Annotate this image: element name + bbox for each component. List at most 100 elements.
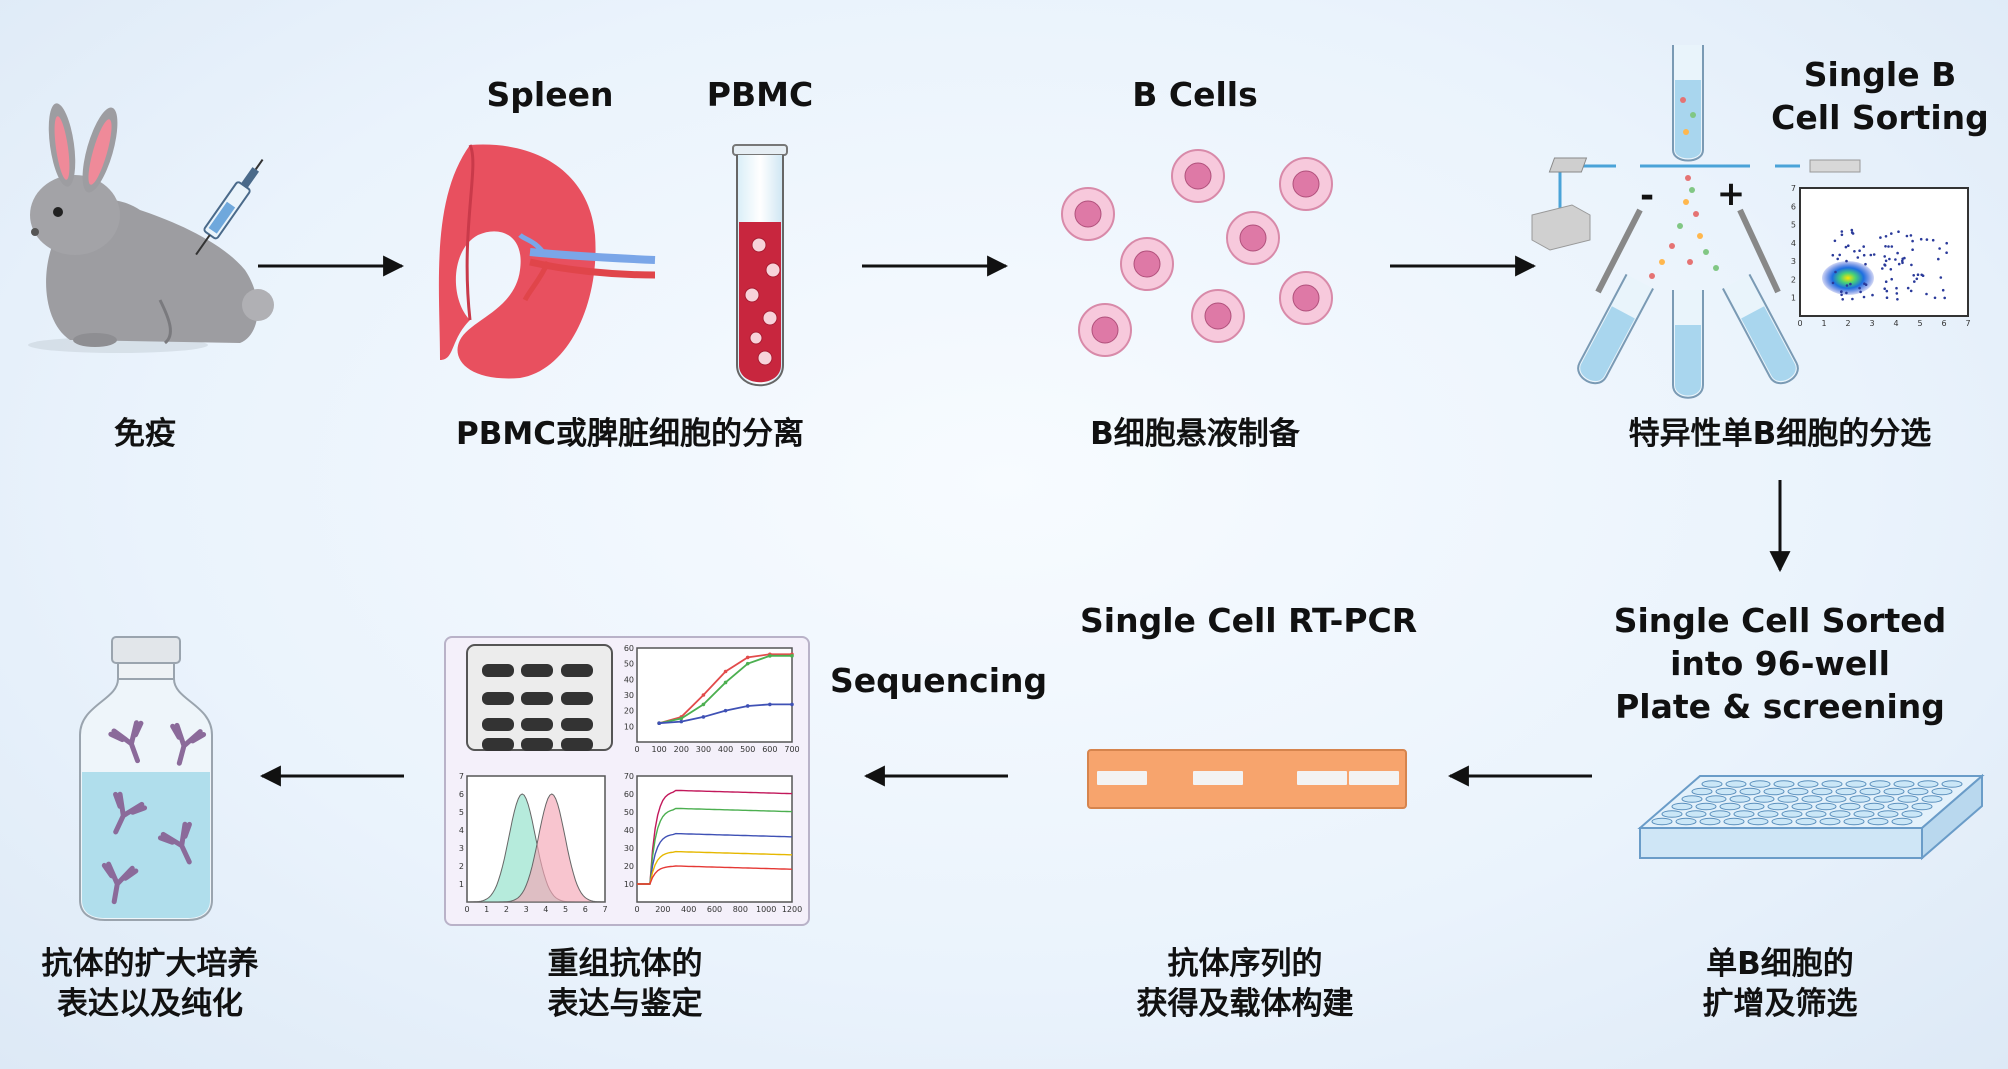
flow-dot	[1895, 292, 1899, 295]
chart2-xtick: 4	[543, 905, 548, 914]
well	[1825, 795, 1847, 803]
chart3-xtick: 1000	[756, 905, 776, 914]
well	[1671, 802, 1693, 811]
well	[1743, 802, 1765, 811]
well	[1681, 795, 1703, 803]
chart3-ytick: 60	[624, 790, 634, 799]
step-suspension: B细胞悬液制备	[1090, 416, 1300, 452]
flow-dot	[1945, 251, 1948, 254]
well	[1853, 810, 1875, 818]
gel-slot	[1349, 771, 1399, 785]
flow-dot	[1931, 238, 1935, 242]
chart3-frame	[636, 775, 793, 903]
step-expansion: 单B细胞的 扩增及筛选	[1670, 944, 1890, 1025]
gel-band	[561, 738, 593, 751]
rabbit-icon	[28, 103, 274, 353]
flow-xtick: 3	[1869, 319, 1874, 328]
well	[1757, 810, 1779, 818]
well	[1867, 817, 1889, 826]
seq-line2: 获得及载体构建	[1136, 986, 1354, 1023]
b-cell	[1279, 157, 1333, 211]
chart3-xtick: 200	[655, 905, 670, 914]
flow-dot	[1881, 267, 1884, 270]
flow-dot	[1915, 277, 1919, 281]
chart2-ytick: 7	[459, 772, 464, 781]
well	[1815, 802, 1837, 811]
flow-dot	[1887, 245, 1890, 248]
well	[1777, 795, 1799, 803]
antibody-icon	[170, 722, 207, 766]
flow-dot	[1920, 273, 1923, 277]
well	[1801, 795, 1823, 803]
plus-sign: +	[1716, 174, 1746, 214]
chart3-ytick: 10	[624, 880, 634, 889]
antibody-icon	[113, 791, 148, 835]
sorted-line3: Plate & screening	[1615, 686, 1945, 726]
flow-dot	[1863, 282, 1866, 286]
pbmc-label: PBMC	[706, 75, 814, 114]
chart1-point	[768, 654, 772, 658]
flow-dot	[1889, 268, 1893, 271]
gel-slot	[1097, 771, 1147, 785]
chart2-xtick: 2	[504, 905, 509, 914]
chart1-point	[745, 704, 750, 708]
flow-dot	[1840, 290, 1843, 294]
spleen-label: Spleen	[486, 75, 614, 114]
flow-dot	[1864, 262, 1867, 266]
sorted-plate-label: Single Cell Sorted into 96-well Plate & …	[1610, 600, 1950, 729]
b-cell	[1078, 303, 1132, 357]
well	[1849, 795, 1871, 803]
flow-dot	[1871, 293, 1874, 297]
flow-ytick: 5	[1791, 221, 1796, 230]
flow-dot	[1833, 239, 1837, 243]
flow-xtick: 0	[1797, 319, 1802, 328]
flow-xtick: 2	[1845, 319, 1850, 328]
flow-dot	[1913, 280, 1916, 283]
chart3-xtick: 1200	[782, 905, 802, 914]
expand-line2: 扩增及筛选	[1702, 986, 1858, 1023]
flow-dot	[1896, 251, 1899, 255]
flow-dot	[1879, 236, 1882, 239]
chart1-ytick: 30	[624, 691, 634, 700]
step-sorting: 特异性单B细胞的分选	[1628, 416, 1932, 452]
flow-dot	[1862, 245, 1865, 248]
flow-dot	[1884, 245, 1887, 248]
well	[1797, 780, 1819, 788]
chart2-xtick: 7	[602, 905, 607, 914]
flow-dot	[1884, 235, 1888, 238]
culture-line2: 表达以及纯化	[57, 986, 243, 1023]
well	[1787, 787, 1809, 796]
pcr-gel-band	[1087, 749, 1407, 809]
well	[1651, 817, 1673, 826]
step-immunize: 免疫	[114, 416, 176, 452]
chart2-ytick: 1	[459, 880, 464, 889]
well	[1839, 802, 1861, 811]
flow-dot	[1943, 296, 1946, 300]
chart1-point	[768, 702, 772, 707]
chart3-xtick: 600	[707, 905, 722, 914]
flow-dot	[1856, 256, 1860, 259]
chart1-point	[679, 719, 684, 724]
b-cell	[1191, 289, 1245, 343]
gel-slot	[1297, 771, 1347, 785]
chart1-xtick: 400	[718, 745, 733, 754]
flow-dot	[1925, 292, 1928, 296]
well	[1869, 780, 1891, 788]
chart2-xtick: 3	[524, 905, 529, 914]
well	[1773, 780, 1795, 788]
well	[1883, 787, 1905, 796]
well	[1675, 817, 1697, 826]
flow-dot	[1840, 230, 1844, 233]
chart1-point	[723, 680, 728, 685]
well	[1911, 802, 1933, 811]
flow-dot	[1858, 249, 1861, 252]
sorted-line1: Single Cell Sorted	[1613, 601, 1947, 640]
chart1-ytick: 40	[624, 675, 634, 684]
well	[1709, 810, 1731, 818]
step-culture: 抗体的扩大培养 表达以及纯化	[20, 944, 280, 1025]
flow-dot	[1858, 286, 1861, 290]
sorted-line2: into 96-well	[1670, 643, 1890, 683]
flow-dot	[1911, 239, 1914, 243]
